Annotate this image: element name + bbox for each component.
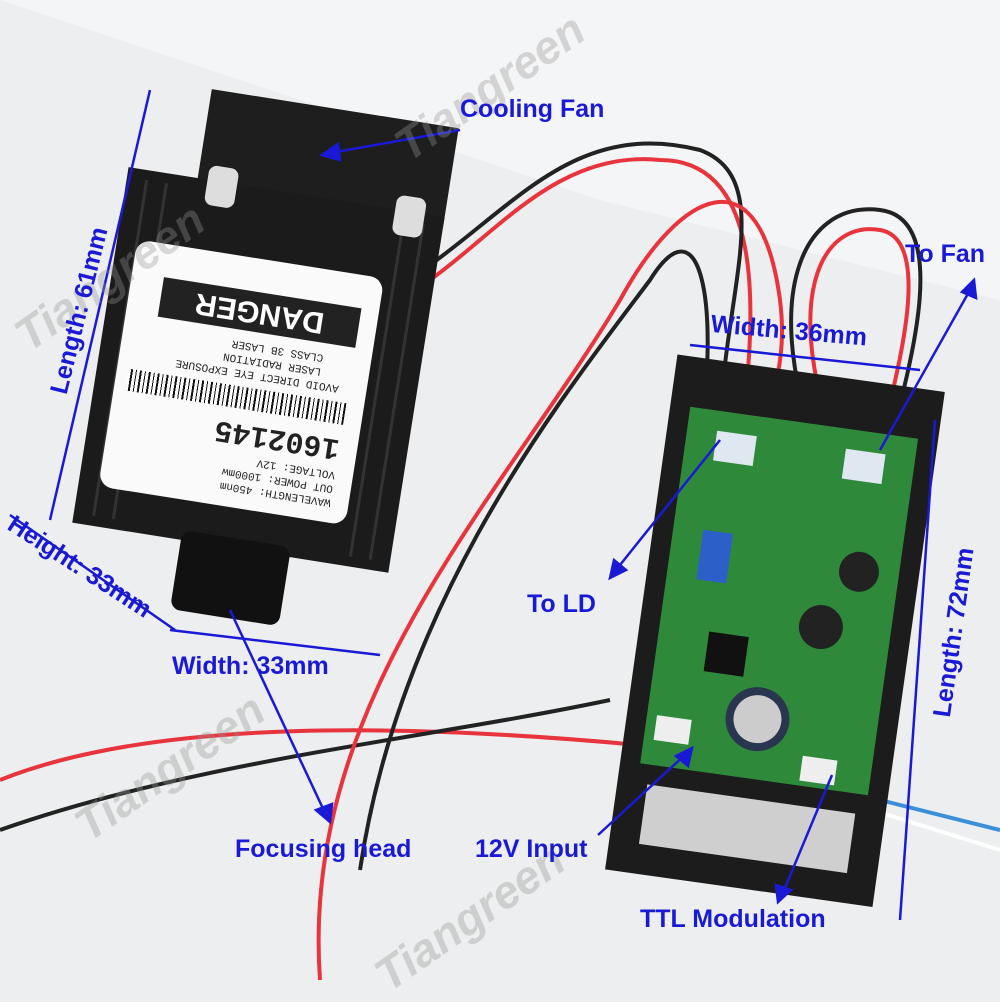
label-cooling-fan: Cooling Fan bbox=[460, 95, 605, 123]
label-focusing-head: Focusing head bbox=[235, 835, 412, 863]
label-12v-input: 12V Input bbox=[475, 835, 588, 863]
annotation-lines bbox=[9, 89, 978, 921]
danger-banner: DANGER bbox=[157, 277, 362, 348]
driver-board bbox=[605, 354, 945, 907]
laser-module bbox=[72, 89, 459, 625]
label-to-fan: To Fan bbox=[905, 240, 986, 268]
laser-label: WAVELENGTH: 450nm OUT POWER: 1000mw VOLT… bbox=[101, 253, 374, 518]
label-width-33mm: Width: 33mm bbox=[172, 652, 329, 680]
label-ttl-modulation: TTL Modulation bbox=[640, 905, 826, 933]
label-to-ld: To LD bbox=[527, 590, 596, 618]
